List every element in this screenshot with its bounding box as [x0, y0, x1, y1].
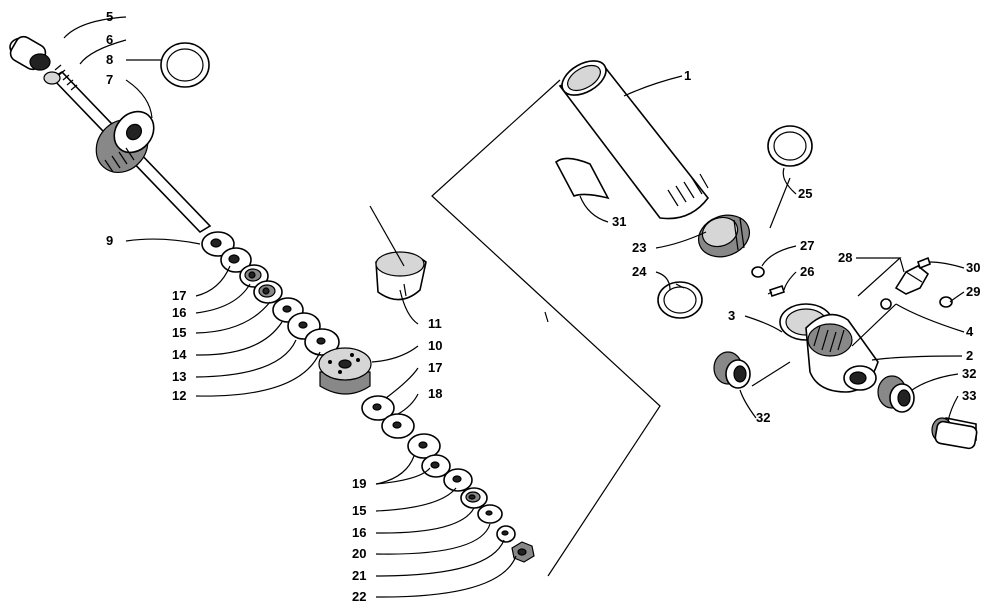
washer-part — [43, 71, 61, 85]
callout-19: 19 — [352, 476, 366, 491]
callout-33: 33 — [962, 388, 976, 403]
callout-labels: 5 6 8 7 9 17 16 15 14 13 12 11 10 17 18 … — [106, 9, 980, 604]
valve-core-part — [880, 298, 892, 310]
shim-part — [460, 487, 488, 509]
callout-32-left: 32 — [756, 410, 770, 425]
small-o-ring-part — [939, 296, 953, 308]
callout-7: 7 — [106, 72, 113, 87]
bushing-part — [877, 375, 915, 413]
bushing-part — [713, 351, 751, 389]
shock-body-group — [554, 60, 978, 450]
lower-valve-stack-group — [361, 395, 535, 563]
nut-part — [511, 541, 535, 563]
leader-lines — [63, 16, 965, 598]
callout-2: 2 — [966, 348, 973, 363]
callout-23: 23 — [632, 240, 646, 255]
piston-rod-group — [9, 35, 212, 234]
body-cap-part — [95, 110, 155, 174]
callout-14: 14 — [172, 347, 187, 362]
retaining-ring-part — [657, 281, 703, 319]
spring-collar-part — [698, 214, 750, 258]
callout-29: 29 — [966, 284, 980, 299]
callout-22: 22 — [352, 589, 366, 604]
bumper-cap-part — [9, 35, 51, 71]
callout-3: 3 — [728, 308, 735, 323]
callout-21: 21 — [352, 568, 366, 583]
o-ring-part — [767, 125, 813, 167]
callout-5: 5 — [106, 9, 113, 24]
sleeve-part — [931, 417, 978, 450]
callout-6: 6 — [106, 32, 113, 47]
callout-25: 25 — [798, 186, 812, 201]
valve-stack-group — [201, 231, 340, 356]
small-o-ring-part — [751, 266, 765, 278]
shim-part — [253, 280, 283, 304]
callout-12: 12 — [172, 388, 186, 403]
callout-27: 27 — [800, 238, 814, 253]
tube-slot-part — [554, 157, 610, 200]
washer-part — [496, 525, 516, 543]
callout-4: 4 — [966, 324, 974, 339]
assembly-bracket-line — [431, 79, 661, 577]
o-ring-part — [160, 42, 210, 88]
shim-part — [421, 454, 451, 478]
piston-ring-part — [375, 251, 427, 301]
screw-part — [767, 284, 786, 298]
washer-part — [361, 395, 395, 421]
shim-part — [477, 504, 503, 524]
callout-10: 10 — [428, 338, 442, 353]
shim-part — [304, 328, 340, 356]
callout-11: 11 — [428, 316, 442, 331]
callout-32-right: 32 — [962, 366, 976, 381]
shim-part — [407, 433, 441, 459]
washer-part — [201, 231, 235, 257]
callout-31: 31 — [612, 214, 626, 229]
callout-18: 18 — [428, 386, 442, 401]
rod-thread-part — [54, 64, 78, 91]
callout-1: 1 — [684, 68, 691, 83]
shim-part — [239, 264, 269, 288]
callout-13: 13 — [172, 369, 186, 384]
callout-30: 30 — [966, 260, 980, 275]
washer-part — [220, 247, 252, 273]
callout-9: 9 — [106, 233, 113, 248]
washer-part — [381, 413, 415, 439]
callout-16-lower: 16 — [352, 525, 366, 540]
callout-24: 24 — [632, 264, 647, 279]
callout-16-upper: 16 — [172, 305, 186, 320]
callout-17-upper: 17 — [172, 288, 186, 303]
callout-15-lower: 15 — [352, 503, 366, 518]
schrader-valve-part — [894, 256, 931, 295]
piston-part — [318, 347, 372, 395]
shock-body-tube-part — [558, 65, 710, 220]
callout-20: 20 — [352, 546, 366, 561]
callout-28: 28 — [838, 250, 852, 265]
callout-8: 8 — [106, 52, 113, 67]
shim-part — [443, 468, 473, 492]
callout-17-lower: 17 — [428, 360, 442, 375]
end-eye-housing-part — [805, 313, 879, 393]
callout-15-upper: 15 — [172, 325, 186, 340]
callout-26: 26 — [800, 264, 814, 279]
